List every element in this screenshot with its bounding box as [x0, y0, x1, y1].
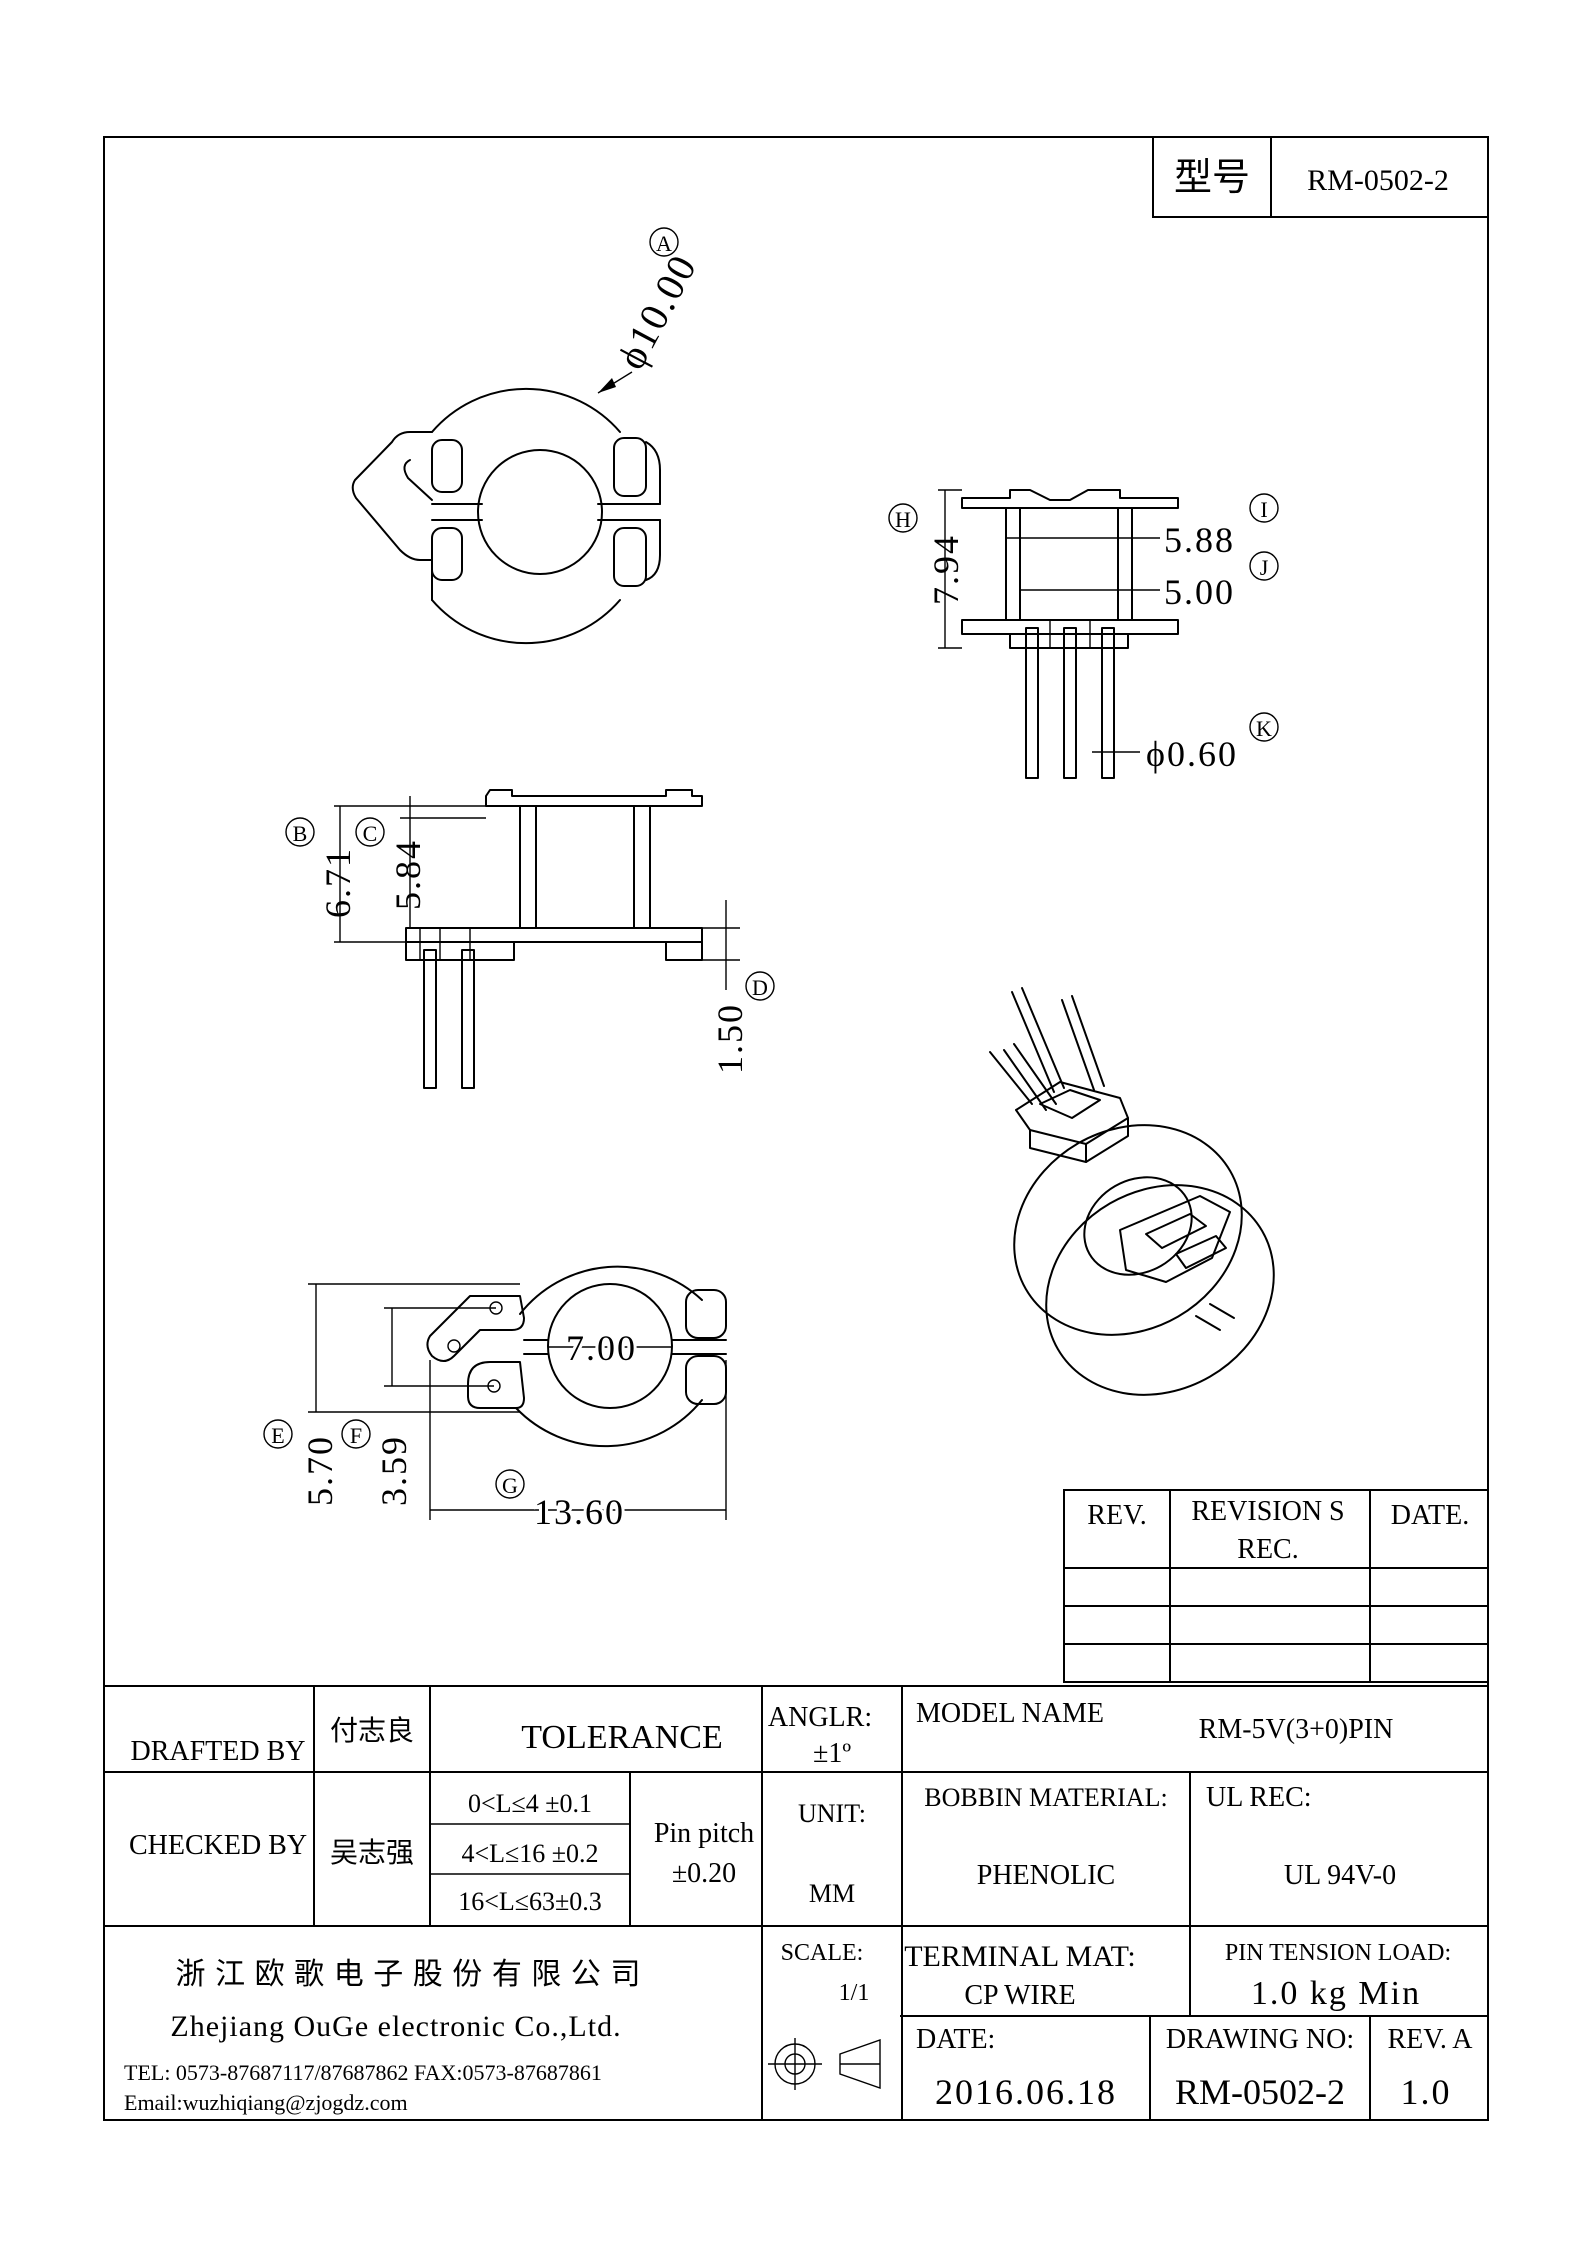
dim-C-tag: C	[363, 821, 378, 846]
dim-H-tag: H	[895, 507, 911, 532]
dim-J-tag: J	[1260, 555, 1269, 580]
model-name-value: RM-5V(3+0)PIN	[1199, 1714, 1394, 1745]
date-label: DATE:	[916, 2024, 995, 2055]
bobbin-material-label: BOBBIN MATERIAL:	[924, 1783, 1167, 1812]
ul-rec-value: UL 94V-0	[1284, 1860, 1396, 1891]
bobbin-material-value: PHENOLIC	[977, 1860, 1115, 1891]
company-tel: TEL: 0573-87687117/87687862 FAX:0573-876…	[124, 2060, 602, 2085]
model-name-label: MODEL NAME	[916, 1698, 1104, 1729]
dim-A-tag: A	[656, 231, 672, 256]
tol-row-3: 16<L≤63±0.3	[458, 1887, 602, 1916]
rev-label: REV. A	[1387, 2024, 1473, 2055]
checked-by-label: CHECKED BY	[129, 1830, 307, 1861]
dim-A-value: ϕ10.00	[608, 246, 706, 376]
drafted-by-label: DRAFTED BY	[130, 1736, 305, 1767]
dim-D-tag: D	[752, 975, 768, 1000]
dim-E-value: 5.70	[300, 1435, 340, 1506]
company-en: Zhejiang OuGe electronic Co.,Ltd.	[170, 2010, 621, 2043]
dim-G-tag: G	[502, 1473, 518, 1498]
title-block: DRAFTED BY 付志良 TOLERANCE ANGLR: ±1º MODE…	[104, 1685, 1488, 2120]
unit-value: MM	[809, 1879, 855, 1908]
tol-row-1: 0<L≤4 ±0.1	[468, 1789, 592, 1818]
revisions-header-1: REVISION S	[1191, 1496, 1344, 1527]
rev-value: 1.0	[1401, 2072, 1452, 2112]
isometric-view	[989, 987, 1275, 1396]
rev-header: REV.	[1087, 1500, 1146, 1531]
dim-G-value: 13.60	[534, 1492, 625, 1532]
terminal-mat-value: CP WIRE	[964, 1980, 1075, 2011]
side-view: B 6.71 C 5.84 D 1.50	[285, 789, 775, 1089]
revisions-header-2: REC.	[1237, 1534, 1298, 1565]
date-header: DATE.	[1391, 1500, 1470, 1531]
dim-inner-value: 7.00	[566, 1328, 637, 1368]
dim-J-value: 5.00	[1164, 572, 1235, 612]
terminal-mat-label: TERMINAL MAT:	[904, 1940, 1136, 1973]
unit-label: UNIT:	[798, 1799, 866, 1828]
front-view: H 7.94 5.88 I 5.00 J ϕ0.60 K	[888, 489, 1279, 779]
pin-tension-label: PIN TENSION LOAD:	[1225, 1940, 1451, 1966]
dim-E-tag: E	[271, 1423, 284, 1448]
pin-tension-value: 1.0 kg Min	[1251, 1975, 1421, 2012]
sheet-border	[103, 136, 1489, 2121]
company-email: Email:wuzhiqiang@zjogdz.com	[124, 2090, 408, 2115]
pin-pitch-value: ±0.20	[672, 1858, 736, 1889]
company-cn: 浙 江 欧 歌 电 子 股 份 有 限 公 司	[176, 1957, 641, 1992]
checked-by-name: 吴志强	[330, 1836, 414, 1869]
model-value: RM-0502-2	[1307, 164, 1449, 197]
pin-pitch-label: Pin pitch	[654, 1818, 754, 1849]
dim-I-tag: I	[1260, 497, 1267, 522]
model-label: 型号	[1174, 155, 1250, 199]
model-number-box: 型号 RM-0502-2	[1152, 136, 1489, 218]
dim-B-value: 6.71	[318, 847, 358, 918]
ul-rec-label: UL REC:	[1206, 1782, 1312, 1813]
dim-K-tag: K	[1256, 716, 1272, 741]
dim-I-value: 5.88	[1164, 520, 1235, 560]
dim-C-value: 5.84	[388, 839, 428, 910]
dim-F-value: 3.59	[374, 1435, 414, 1506]
tolerance-label: TOLERANCE	[521, 1719, 722, 1756]
drawing-no-value: RM-0502-2	[1175, 2072, 1345, 2112]
tol-row-2: 4<L≤16 ±0.2	[461, 1839, 598, 1868]
dim-H-value: 7.94	[926, 534, 966, 605]
drawing-no-label: DRAWING NO:	[1166, 2024, 1354, 2055]
angle-label: ANGLR:	[768, 1702, 872, 1733]
dim-D-value: 1.50	[710, 1003, 750, 1074]
top-view: ϕ10.00 A	[351, 227, 706, 645]
projection-symbol-icon	[768, 2038, 881, 2090]
dim-K-value: ϕ0.60	[1146, 734, 1238, 774]
dim-F-tag: F	[350, 1423, 362, 1448]
angle-value: ±1º	[813, 1738, 851, 1769]
bottom-view: E 5.70 F 3.59 G 13.60 7.00	[263, 1265, 727, 1535]
revisions-table: REV. REVISION S REC. DATE.	[1063, 1489, 1489, 1683]
scale-value: 1/1	[839, 1980, 870, 2006]
scale-label: SCALE:	[781, 1940, 864, 1966]
drafted-by-name: 付志良	[330, 1714, 414, 1747]
date-value: 2016.06.18	[935, 2072, 1117, 2112]
dim-B-tag: B	[293, 821, 308, 846]
